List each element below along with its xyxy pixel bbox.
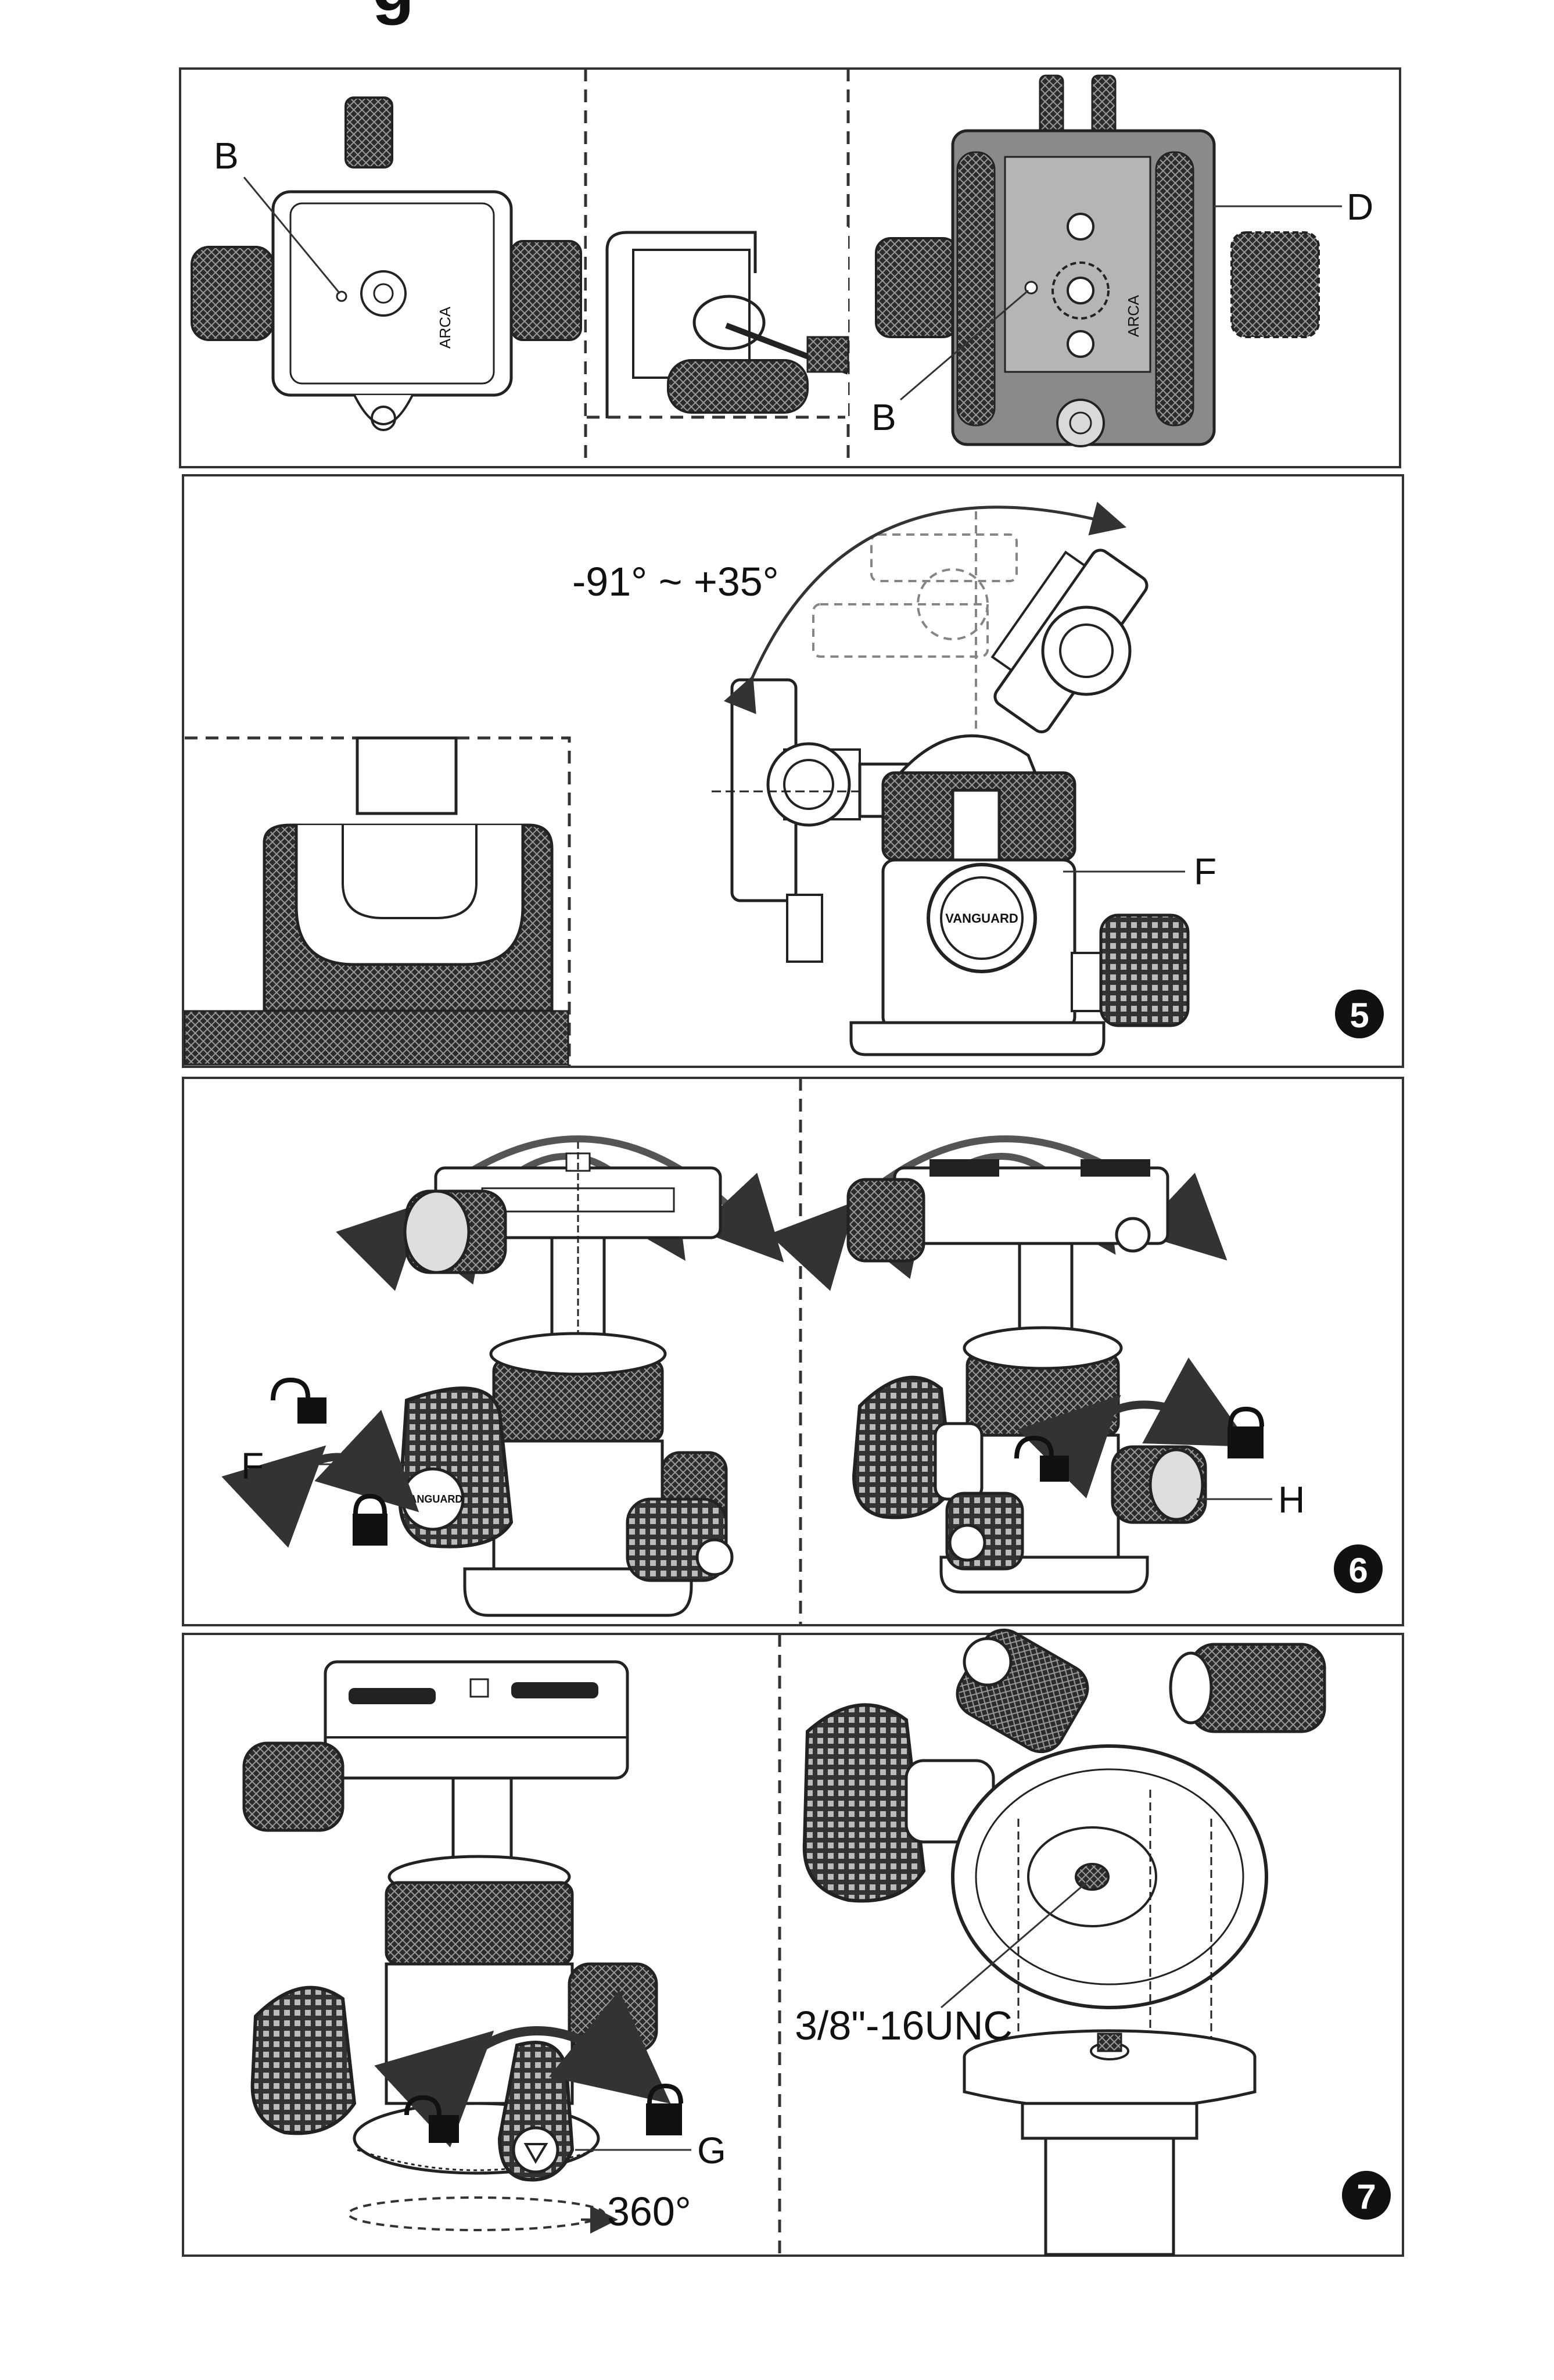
step-number-7: 7: [1356, 2177, 1376, 2216]
step-number-6: 6: [1348, 1551, 1368, 1590]
step-number-badge-icon: 6: [1334, 1544, 1383, 1593]
panel-step-6: VANGUARD F: [183, 1078, 1403, 1625]
rotation-label: 360°: [607, 2189, 691, 2234]
step-number-badge-icon: 7: [1342, 2171, 1391, 2220]
knob-brand-6: VANGUARD: [403, 1493, 463, 1505]
label-d: D: [1347, 186, 1373, 228]
label-h: H: [1278, 1479, 1305, 1521]
panel-step-4: ARCA B: [180, 69, 1400, 467]
label-f-5: F: [1194, 851, 1216, 892]
panel-step-5: VANGUARD -91° ~ +35° F 5: [183, 475, 1403, 1067]
step-number-5: 5: [1350, 996, 1369, 1035]
header-partial-title: g: [372, 0, 414, 26]
label-b-left: B: [214, 135, 239, 177]
knob-brand-5: VANGUARD: [945, 911, 1018, 926]
label-b-right: B: [871, 396, 896, 438]
label-f-6: F: [241, 1445, 264, 1487]
step-number-badge-icon: 5: [1335, 990, 1384, 1038]
angle-range-label: -91° ~ +35°: [572, 559, 779, 604]
thread-spec-label: 3/8"-16UNC: [795, 2003, 1013, 2048]
panel-step-7: G 360° 3/8"-16UNC: [183, 1622, 1403, 2256]
plate-brand-left: ARCA: [436, 306, 454, 349]
plate-brand-right: ARCA: [1125, 295, 1142, 337]
label-g: G: [697, 2130, 726, 2171]
screwdriver-adjustment-illustration: [587, 227, 848, 418]
